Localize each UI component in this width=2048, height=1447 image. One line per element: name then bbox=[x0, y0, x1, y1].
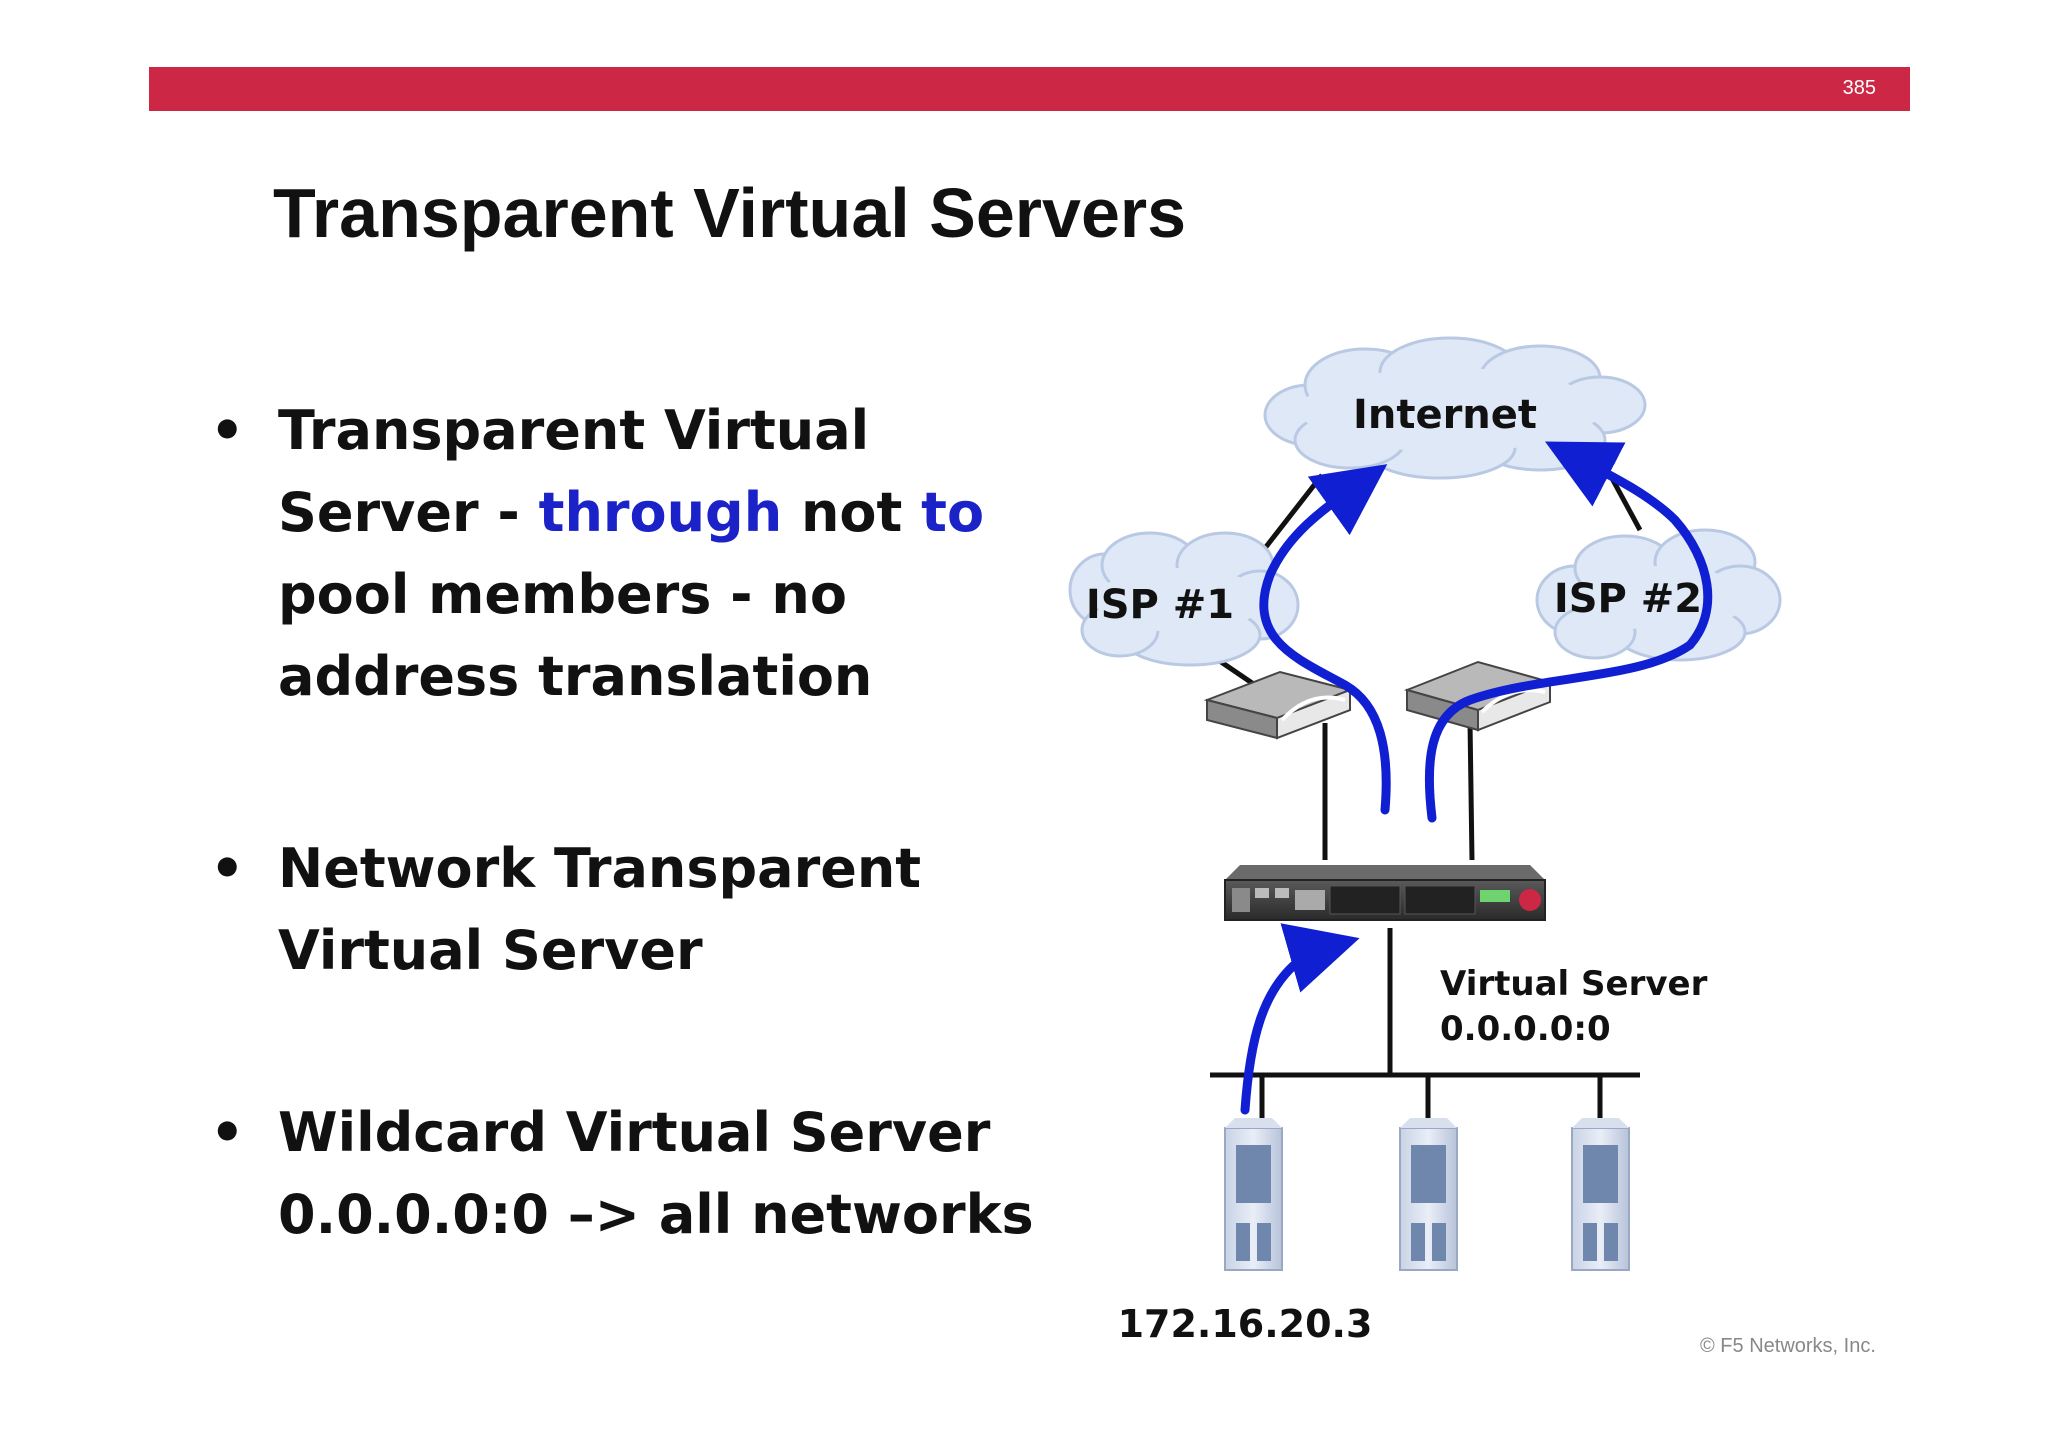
isp1-label: ISP #1 bbox=[1086, 582, 1234, 628]
slide-title: Transparent Virtual Servers bbox=[273, 174, 1187, 252]
bullet-highlight-to: to bbox=[921, 481, 985, 544]
header-bar: 385 bbox=[149, 67, 1910, 111]
bullet-text: not bbox=[782, 481, 922, 544]
arrow-icon bbox=[1424, 441, 1713, 823]
server-icon bbox=[1399, 1118, 1458, 1271]
bullet-item: Network Transparent Virtual Server bbox=[210, 828, 1070, 992]
bullet-text: pool members - no address translation bbox=[278, 563, 873, 708]
arrow-icon bbox=[1240, 923, 1360, 1115]
bullet-highlight-through: through bbox=[538, 481, 783, 544]
internet-label: Internet bbox=[1353, 392, 1537, 438]
client-ip-label: 172.16.20.3 bbox=[1118, 1302, 1373, 1346]
bullet-list: Transparent Virtual Server - through not… bbox=[210, 390, 1070, 1256]
bullet-text: Transparent Virtual Server - bbox=[278, 399, 870, 544]
isp2-label: ISP #2 bbox=[1554, 576, 1702, 622]
router-icon bbox=[1403, 660, 1554, 732]
router-icon bbox=[1203, 670, 1354, 740]
bullet-item: Transparent Virtual Server - through not… bbox=[210, 390, 1070, 718]
load-balancer-icon bbox=[1224, 865, 1546, 921]
server-icon bbox=[1571, 1118, 1630, 1271]
virtual-server-label: Virtual Server bbox=[1440, 964, 1708, 1004]
bullet-item: Wildcard Virtual Server 0.0.0.0:0 –> all… bbox=[210, 1092, 1070, 1256]
virtual-server-address: 0.0.0.0:0 bbox=[1440, 1009, 1611, 1049]
copyright: © F5 Networks, Inc. bbox=[1700, 1335, 1876, 1357]
server-icon bbox=[1224, 1118, 1283, 1271]
traffic-arrows bbox=[1240, 441, 1713, 1115]
link-router2-lb bbox=[1467, 721, 1475, 861]
cloud-icon bbox=[1068, 531, 1300, 667]
arrow-icon bbox=[1259, 464, 1391, 815]
page-number: 385 bbox=[1842, 77, 1876, 99]
cloud-icon bbox=[1535, 528, 1782, 662]
